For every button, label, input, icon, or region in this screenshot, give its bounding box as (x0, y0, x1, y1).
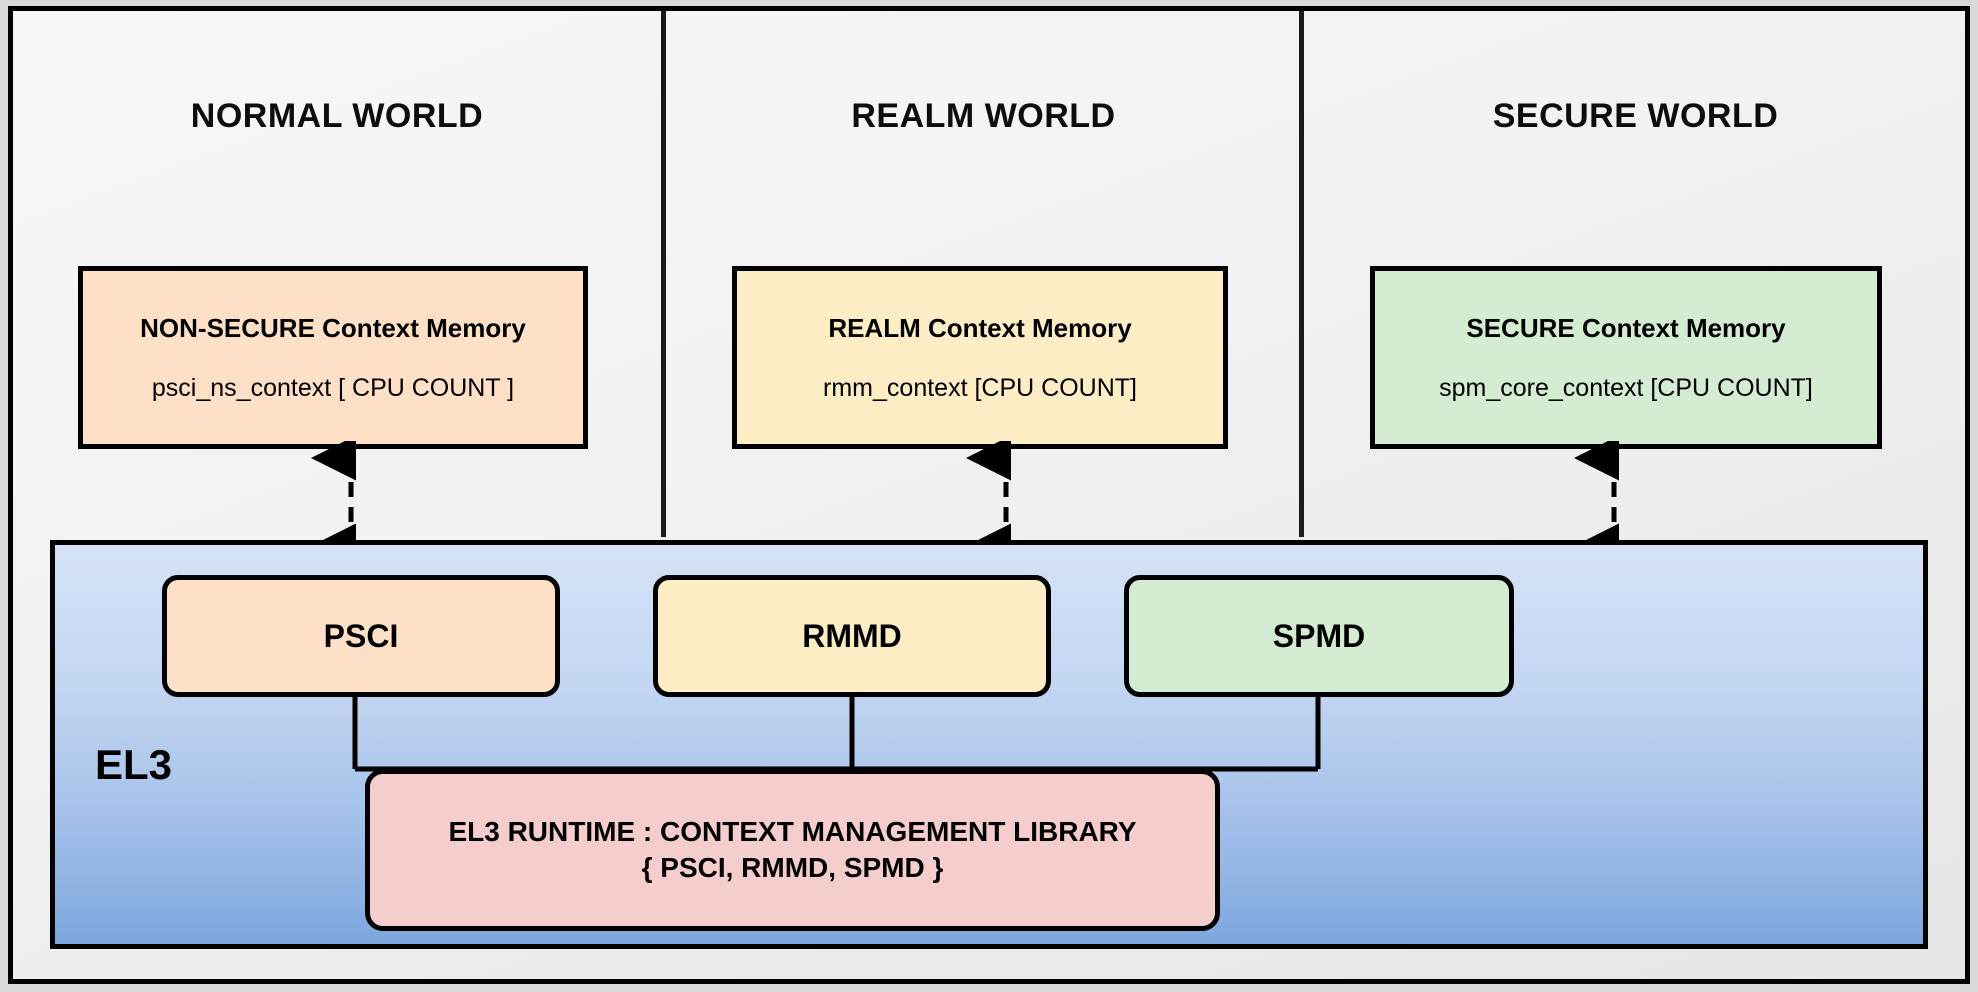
context-memory-box-realm: REALM Context Memory rmm_context [CPU CO… (732, 266, 1228, 449)
el3-label: EL3 (95, 741, 173, 788)
world-column-secure: SECURE WORLD SECURE Context Memory spm_c… (1306, 11, 1965, 537)
context-memory-box-non-secure: NON-SECURE Context Memory psci_ns_contex… (78, 266, 588, 449)
runtime-library-line-1: EL3 RUNTIME : CONTEXT MANAGEMENT LIBRARY (448, 815, 1137, 847)
context-memory-subtitle-secure: spm_core_context [CPU COUNT] (1439, 373, 1813, 402)
dispatcher-box-psci[interactable]: PSCI (162, 575, 560, 697)
world-divider-normal-realm (661, 11, 666, 537)
runtime-library-line-2: { PSCI, RMMD, SPMD } (641, 852, 944, 883)
dispatcher-label-spmd: SPMD (1272, 617, 1366, 654)
world-column-normal: NORMAL WORLD NON-SECURE Context Memory p… (13, 11, 661, 537)
world-divider-realm-secure (1299, 11, 1304, 537)
world-column-realm: REALM WORLD REALM Context Memory rmm_con… (668, 11, 1299, 537)
context-memory-subtitle-realm: rmm_context [CPU COUNT] (823, 373, 1137, 402)
world-title-realm: REALM WORLD (851, 97, 1116, 135)
world-title-secure: SECURE WORLD (1492, 97, 1779, 135)
context-memory-title-non-secure: NON-SECURE Context Memory (140, 312, 526, 343)
world-title-normal: NORMAL WORLD (190, 97, 484, 135)
el3-panel: EL3 PSCI RMMD SPMD (50, 540, 1928, 949)
dispatcher-box-spmd[interactable]: SPMD (1124, 575, 1514, 697)
context-memory-title-realm: REALM Context Memory (828, 312, 1132, 343)
dispatcher-label-psci: PSCI (323, 617, 399, 654)
context-memory-subtitle-non-secure: psci_ns_context [ CPU COUNT ] (151, 373, 515, 402)
context-memory-title-secure: SECURE Context Memory (1466, 312, 1786, 343)
dispatcher-label-rmmd: RMMD (802, 617, 902, 654)
el3-runtime-library-box[interactable]: EL3 RUNTIME : CONTEXT MANAGEMENT LIBRARY… (365, 769, 1220, 931)
dispatcher-box-rmmd[interactable]: RMMD (653, 575, 1051, 697)
diagram-frame: NORMAL WORLD NON-SECURE Context Memory p… (8, 6, 1970, 984)
context-memory-box-secure: SECURE Context Memory spm_core_context [… (1370, 266, 1882, 449)
